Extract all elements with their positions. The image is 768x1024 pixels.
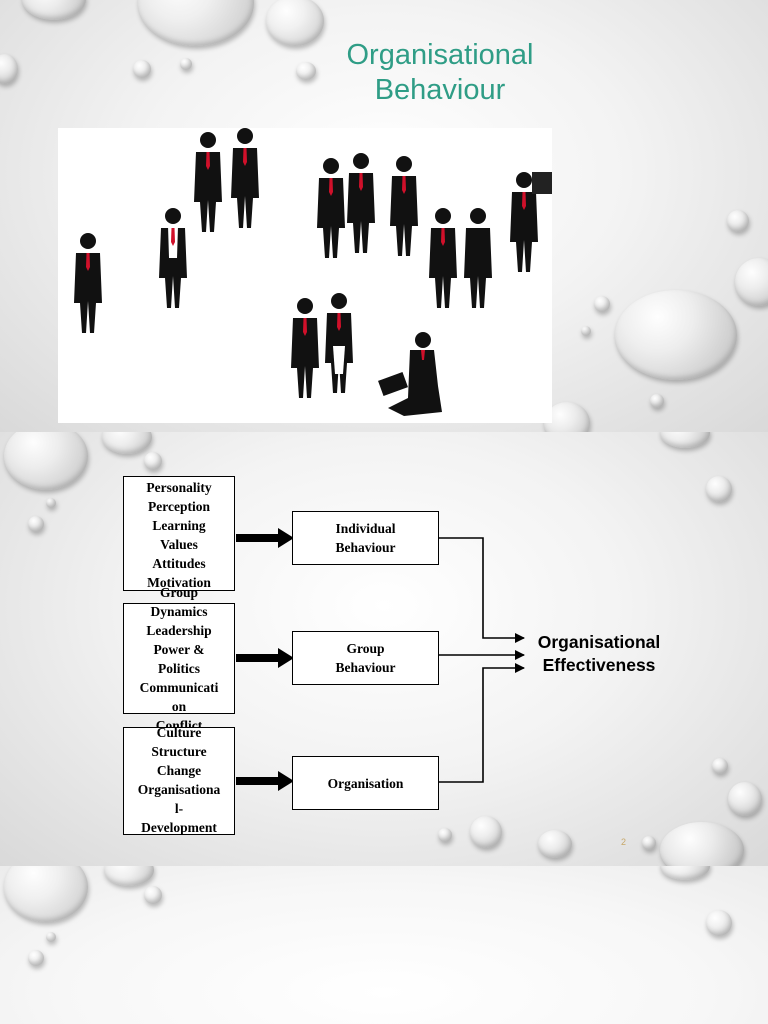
water-drop	[102, 432, 152, 454]
water-drop	[104, 866, 154, 886]
box-line: Individual	[335, 521, 396, 536]
water-drop	[650, 394, 664, 408]
water-drop	[4, 432, 88, 490]
title-line-1: Organisational	[346, 39, 534, 71]
water-drop	[581, 326, 591, 336]
business-people-image	[58, 128, 552, 423]
factor-item: Motivation	[147, 575, 211, 590]
organisation-factors-box: Culture Structure Change Organisationa l…	[123, 725, 235, 835]
water-drop	[133, 60, 151, 78]
factor-item: Communicati	[139, 680, 219, 695]
water-drop	[138, 0, 254, 46]
group-factors-box: Group Dynamics Leadership Power & Politi…	[123, 585, 235, 733]
factor-item: Personality	[146, 480, 212, 495]
factor-item: Organisationa	[137, 782, 221, 797]
factor-item: Learning	[152, 518, 206, 533]
box-line: Behaviour	[335, 660, 396, 675]
water-drop	[28, 516, 44, 532]
water-drop	[706, 476, 732, 502]
connector-individual	[439, 537, 525, 643]
water-drop	[712, 758, 728, 774]
factor-item: l-	[174, 801, 184, 816]
factor-item: Politics	[158, 661, 200, 676]
thick-arrow	[236, 648, 294, 668]
slide-blank	[0, 866, 768, 1024]
outcome-line-1: Organisational	[537, 632, 661, 652]
factor-item: Power &	[153, 642, 205, 657]
water-drop	[46, 932, 56, 942]
box-line: Behaviour	[335, 540, 396, 555]
water-drop	[706, 910, 732, 936]
water-drop	[180, 58, 192, 70]
factor-item: Attitudes	[152, 556, 206, 571]
water-drop	[728, 782, 762, 816]
factor-item: on	[171, 699, 187, 714]
water-drop	[727, 210, 749, 232]
water-drop	[296, 62, 316, 80]
water-drop	[0, 54, 18, 84]
water-drop	[660, 432, 710, 448]
water-drop	[266, 0, 324, 46]
factor-item: Development	[141, 820, 217, 835]
factor-item: Culture	[156, 725, 202, 740]
water-drop	[642, 836, 656, 850]
thick-arrow	[236, 528, 294, 548]
slide-title: Organisational Behaviour	[0, 0, 768, 432]
outcome-line-2: Effectiveness	[542, 655, 656, 675]
organisational-effectiveness: Organisational Effectiveness	[528, 631, 670, 677]
connector-organisation	[439, 663, 525, 783]
water-drop	[470, 816, 502, 848]
factor-item: Leadership	[146, 623, 212, 638]
group-behaviour-box: Group Behaviour	[292, 631, 439, 685]
factor-item: Change	[156, 763, 202, 778]
factor-item: Dynamics	[150, 604, 208, 619]
water-drop	[22, 0, 86, 20]
water-drop	[28, 950, 44, 966]
factor-item: Group	[159, 585, 198, 600]
slide-diagram: Personality Perception Learning Values A…	[0, 432, 768, 866]
individual-factors-box: Personality Perception Learning Values A…	[123, 476, 235, 591]
water-drop	[438, 828, 452, 842]
individual-behaviour-box: Individual Behaviour	[292, 511, 439, 565]
water-drop	[46, 498, 56, 508]
slide-title-text: Organisational Behaviour	[300, 38, 580, 108]
diagram-connectors	[236, 528, 525, 791]
box-line: Group	[346, 641, 385, 656]
page-number: 2	[621, 837, 627, 847]
water-drop	[594, 296, 610, 312]
thick-arrow	[236, 771, 294, 791]
factor-item: Values	[160, 537, 198, 552]
title-line-2: Behaviour	[374, 74, 506, 106]
business-people-silhouettes	[74, 128, 552, 416]
water-drop	[538, 830, 572, 858]
water-drop	[144, 886, 162, 904]
water-drop	[735, 258, 768, 306]
water-drop	[660, 822, 744, 866]
organisation-box: Organisation	[292, 756, 439, 810]
factor-item: Perception	[148, 499, 210, 514]
water-drop	[660, 866, 710, 880]
box-line: Organisation	[327, 775, 404, 791]
water-drop	[4, 866, 88, 922]
water-drop	[144, 452, 162, 470]
factor-item: Structure	[151, 744, 207, 759]
water-drop	[615, 290, 737, 380]
